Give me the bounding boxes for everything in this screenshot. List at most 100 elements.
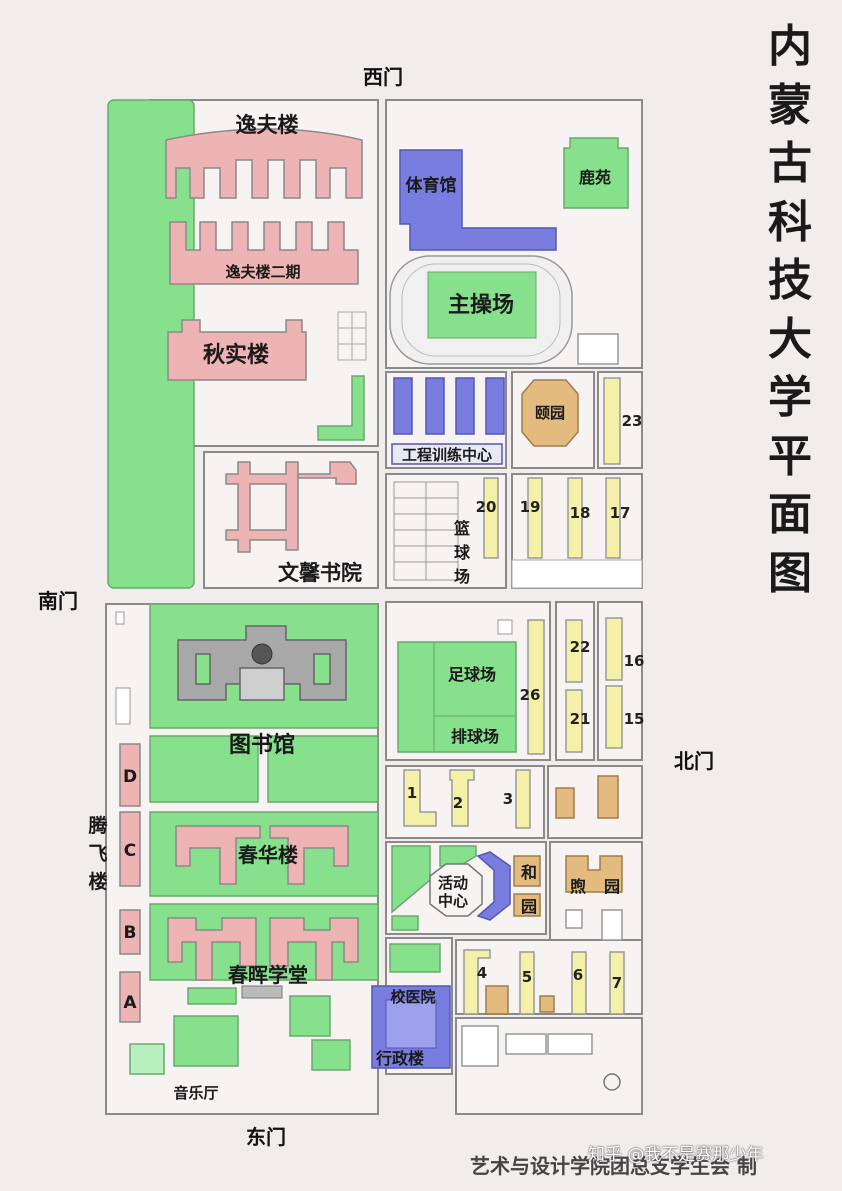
dorm-15 — [605, 685, 623, 749]
small-shed — [497, 619, 513, 635]
label-xu: 煦 — [570, 877, 586, 896]
label-stadium: 主操场 — [448, 293, 514, 318]
title-char: 内 — [768, 21, 812, 72]
tengfei-B — [119, 909, 141, 955]
engineering-hall-2 — [425, 377, 445, 435]
green-s3 — [289, 995, 331, 1037]
engineering-hall-1 — [393, 377, 413, 435]
num-2: 2 — [453, 794, 463, 812]
label-wenxin: 文馨书院 — [278, 561, 362, 585]
label-yifu: 逸夫楼 — [236, 113, 299, 137]
label-xuyuan: 园 — [604, 877, 620, 896]
green-s4 — [311, 1039, 351, 1071]
tengfei-letter-B: B — [124, 923, 137, 943]
label-library: 图书馆 — [229, 732, 295, 758]
small-box-1 — [565, 909, 583, 929]
tengfei-char-3: 楼 — [88, 870, 107, 893]
title-char: 平 — [768, 430, 812, 482]
dorm-3 — [515, 769, 531, 829]
chunhui-building-2 — [269, 917, 359, 981]
yifu-building — [165, 128, 363, 199]
green-w1 — [149, 735, 259, 803]
dorm-22 — [565, 619, 583, 683]
canteen-1 — [555, 787, 575, 819]
num-18: 18 — [570, 504, 591, 522]
tengfei-char-2: 飞 — [88, 843, 107, 865]
num-17: 17 — [610, 504, 631, 522]
green-hospital-n — [389, 943, 441, 973]
tengfei-letter-C: C — [124, 841, 136, 861]
green-s2 — [187, 987, 237, 1005]
num-7: 7 — [612, 974, 622, 992]
label-chunhui: 春晖学堂 — [227, 963, 308, 987]
label-volleyball: 排球场 — [451, 727, 499, 746]
gyuan-building — [521, 379, 579, 447]
admin-courtyard — [385, 999, 437, 1049]
label-chunhua: 春华楼 — [237, 843, 298, 867]
south-gate-post-1 — [115, 611, 125, 625]
title-char: 大 — [768, 313, 812, 365]
title-char: 蒙 — [768, 79, 812, 131]
title-char: 学 — [768, 372, 812, 423]
library-dome — [251, 643, 273, 665]
label-activity-1: 活动 — [438, 874, 468, 892]
dorm-17 — [605, 477, 621, 559]
gate-north: 北门 — [674, 749, 714, 773]
num-15: 15 — [624, 710, 645, 728]
label-gym: 体育馆 — [406, 175, 457, 196]
label-football: 足球场 — [448, 665, 496, 684]
num-1: 1 — [407, 784, 417, 802]
title-char: 古 — [768, 138, 812, 189]
label-luyuan: 鹿苑 — [579, 168, 611, 187]
qiushi-building — [167, 319, 307, 381]
roundabout — [603, 1073, 621, 1091]
label-activity-2: 中心 — [438, 892, 468, 910]
title-char: 图 — [768, 547, 812, 599]
chunhui-building — [167, 917, 257, 981]
tengfei-letter-D: D — [123, 767, 137, 787]
luyuan-garden — [563, 137, 629, 209]
label-basketball-2: 球 — [454, 543, 471, 562]
num-6: 6 — [573, 966, 583, 984]
heyuan-1 — [513, 855, 541, 887]
green-activity-sw — [391, 915, 419, 931]
num-23: 23 — [622, 412, 643, 430]
label-basketball-3: 场 — [454, 567, 470, 586]
label-concert: 音乐厅 — [173, 1084, 218, 1102]
label-gyuan: 颐园 — [535, 404, 565, 422]
activity-wing — [476, 851, 511, 921]
football-field — [397, 641, 517, 753]
green-e1 — [267, 735, 379, 803]
num-19: 19 — [520, 498, 541, 516]
canteen-3 — [485, 985, 509, 1015]
label-engineering: 工程训练中心 — [402, 446, 492, 464]
dorm-6 — [571, 951, 587, 1015]
se-building-1 — [505, 1033, 547, 1055]
small-building-ne — [577, 333, 619, 365]
dorm-5 — [519, 951, 535, 1015]
library-entrance — [239, 667, 285, 701]
se-building-2 — [547, 1033, 593, 1055]
num-16: 16 — [624, 652, 645, 670]
tengfei-C — [119, 811, 141, 887]
engineering-hall-3 — [455, 377, 475, 435]
heyuan-2 — [513, 893, 541, 917]
tengfei-letter-A: A — [123, 993, 137, 1013]
num-4: 4 — [477, 964, 487, 982]
dorm-16 — [605, 617, 623, 681]
label-heyuan: 园 — [521, 897, 537, 916]
num-20: 20 — [476, 498, 497, 516]
chunhua-building-2 — [269, 825, 349, 885]
dorm-21 — [565, 689, 583, 753]
se-building-3 — [461, 1025, 499, 1067]
dorm-26 — [527, 619, 545, 755]
tengfei-D — [119, 743, 141, 807]
concert-hall — [129, 1043, 165, 1075]
dorm-2 — [449, 769, 475, 827]
watermark: 知乎 @我不是赛那少年 — [588, 1145, 764, 1165]
gate-south: 南门 — [38, 589, 78, 613]
label-hospital: 校医院 — [390, 988, 435, 1006]
title-char: 科 — [768, 196, 812, 248]
small-box-2 — [601, 909, 623, 941]
